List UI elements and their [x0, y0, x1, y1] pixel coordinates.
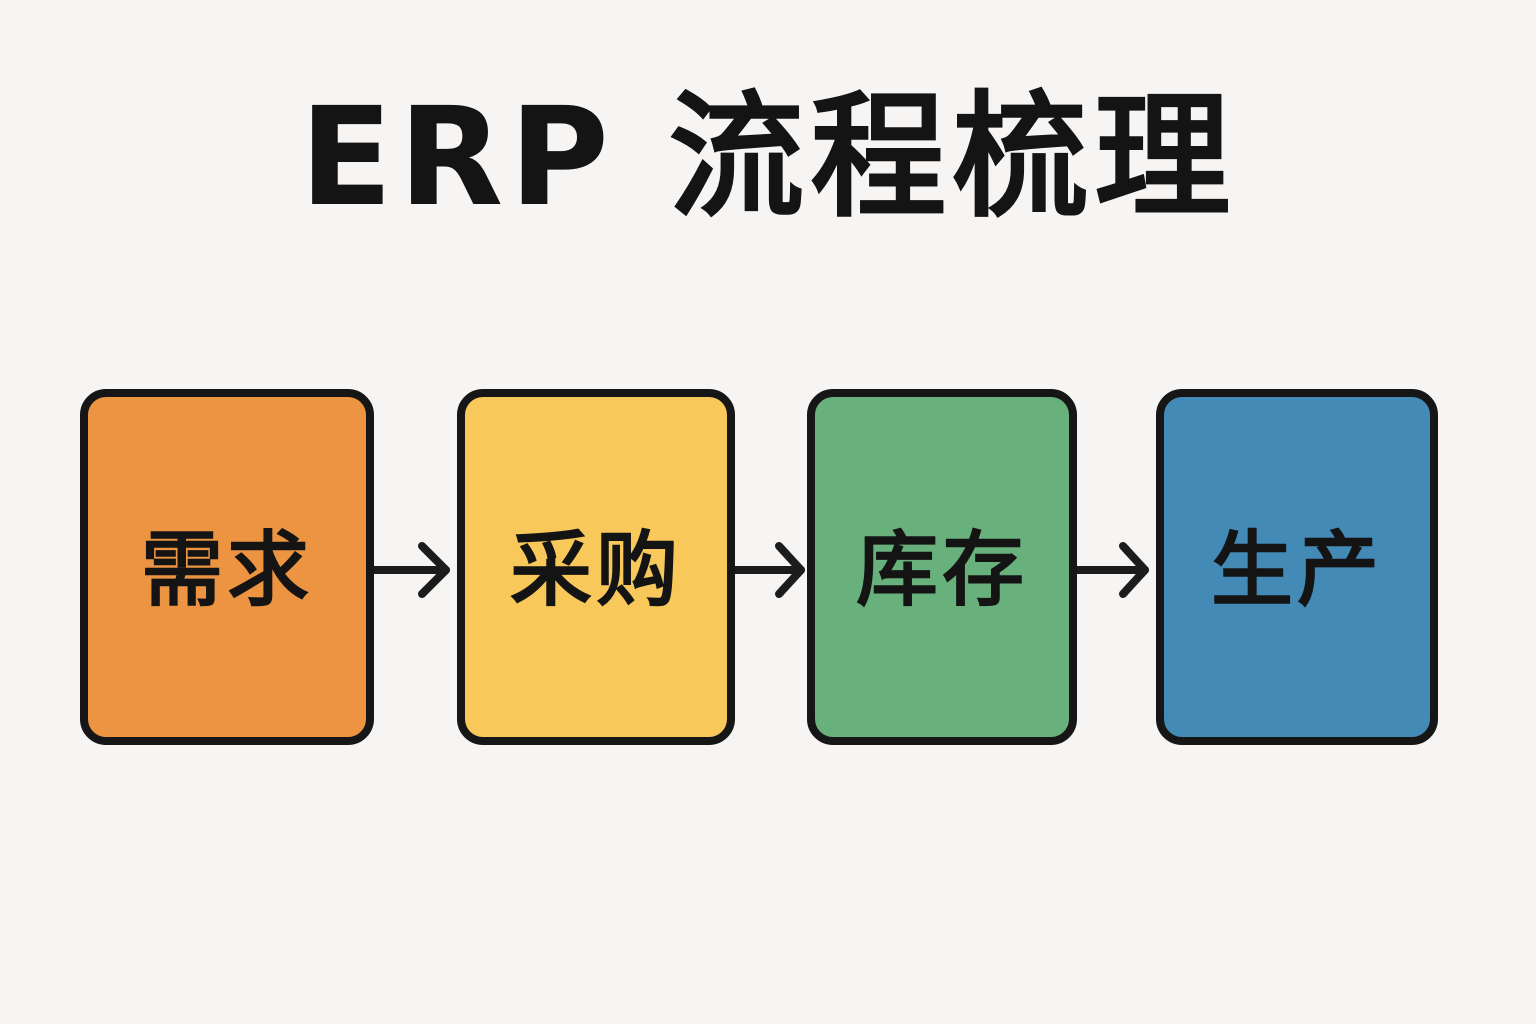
arrow-icon [374, 542, 450, 598]
step-box-production: 生产 [1156, 389, 1438, 745]
step-box-purchase: 采购 [457, 389, 735, 745]
step-box-demand: 需求 [80, 389, 374, 745]
step-label: 需求 [140, 522, 313, 618]
arrow-icon [1077, 542, 1149, 598]
step-label: 生产 [1210, 522, 1383, 618]
arrow-icon [735, 542, 805, 598]
step-label: 库存 [855, 522, 1028, 618]
step-box-inventory: 库存 [807, 389, 1077, 745]
diagram-title: ERP 流程梳理 [299, 79, 1237, 237]
step-label: 采购 [509, 522, 682, 618]
